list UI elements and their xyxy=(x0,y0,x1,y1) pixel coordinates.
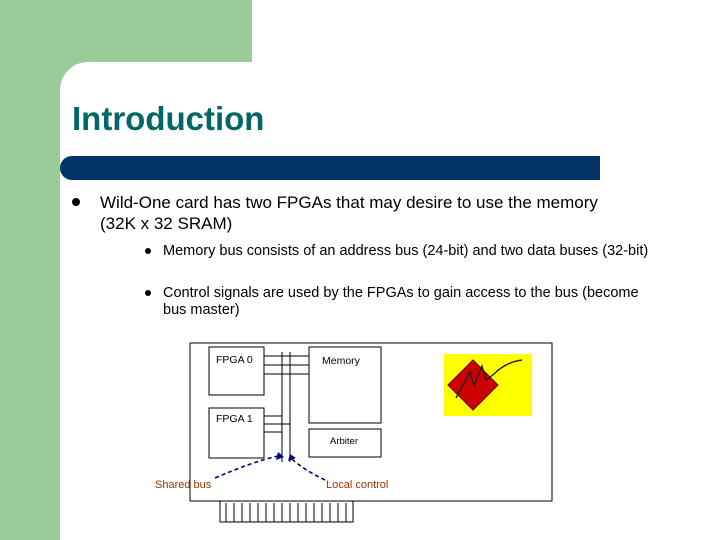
shared-bus-label: Shared bus xyxy=(155,479,212,491)
sub-bullet-item: Memory bus consists of an address bus (2… xyxy=(145,243,665,260)
bullet-text: Wild-One card has two FPGAs that may des… xyxy=(100,193,598,233)
sub-bullet-item: Control signals are used by the FPGAs to… xyxy=(145,285,665,319)
sidebar-decoration xyxy=(0,0,60,540)
bullet-icon xyxy=(72,198,80,206)
title-underline-bar xyxy=(60,156,600,180)
sub-bullet-text: Memory bus consists of an address bus (2… xyxy=(163,243,649,259)
bullet-item: Wild-One card has two FPGAs that may des… xyxy=(72,192,632,234)
fpga1-label: FPGA 1 xyxy=(216,413,253,425)
sub-bullet-icon xyxy=(145,290,151,296)
sub-bullet-icon xyxy=(145,248,151,254)
sub-bullet-text: Control signals are used by the FPGAs to… xyxy=(163,285,639,318)
local-control-label: Local control xyxy=(326,479,389,491)
memory-label: Memory xyxy=(322,355,360,367)
fpga0-label: FPGA 0 xyxy=(216,354,253,366)
slide-title: Introduction xyxy=(72,100,265,137)
arbiter-label: Arbiter xyxy=(330,436,358,447)
